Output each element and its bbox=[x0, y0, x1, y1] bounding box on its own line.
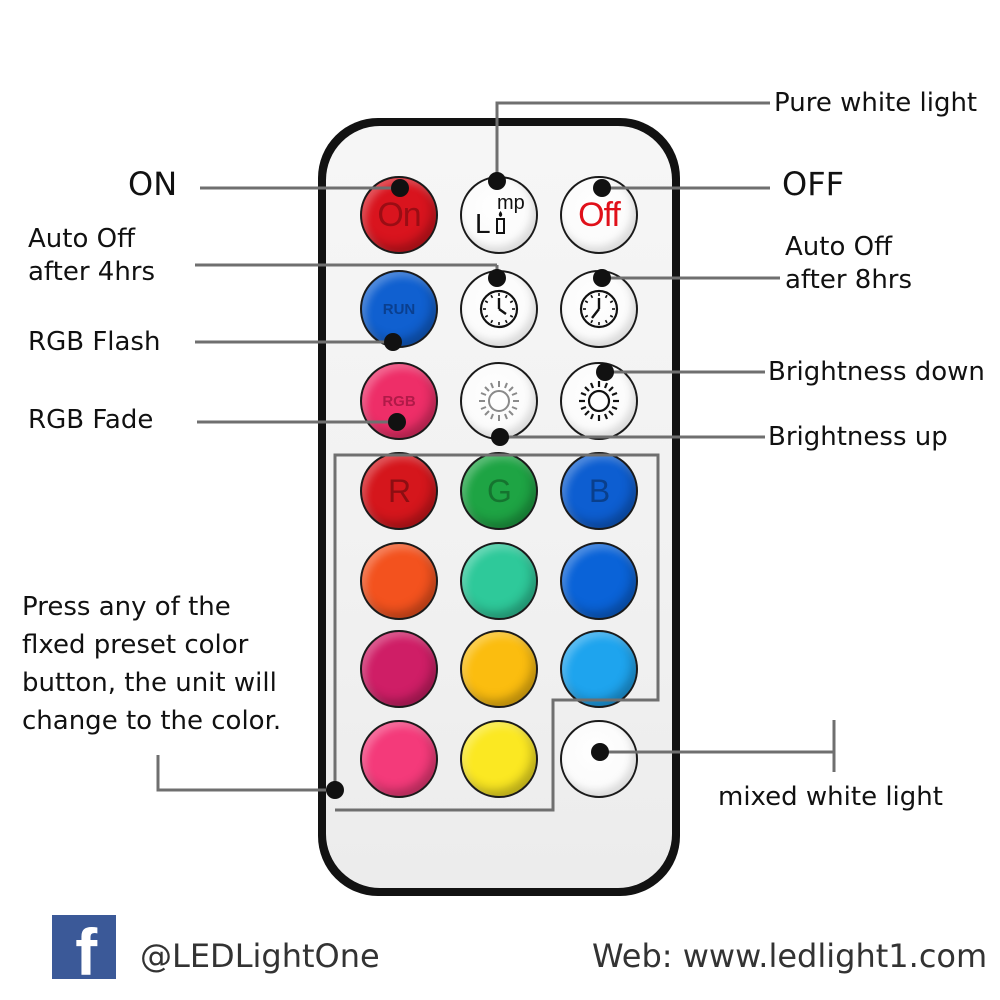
preset-color-button[interactable] bbox=[460, 542, 538, 620]
dot-mixed-white bbox=[591, 743, 609, 761]
lamp-icon: L mp bbox=[475, 192, 525, 239]
blue-button-label: B bbox=[588, 472, 610, 509]
website-link[interactable]: Web: www.ledlight1.com bbox=[592, 937, 988, 975]
facebook-handle[interactable]: @LEDLightOne bbox=[140, 937, 380, 975]
preset-color-button[interactable] bbox=[460, 720, 538, 798]
line-preset-note bbox=[156, 755, 335, 792]
green-button-label: G bbox=[487, 472, 512, 509]
dot-off bbox=[593, 179, 611, 197]
label-mixed-white-light: mixed white light bbox=[718, 782, 943, 812]
lamp-letter-l: L bbox=[475, 208, 491, 239]
label-on: ON bbox=[128, 165, 178, 203]
dot-brightness-up bbox=[491, 428, 509, 446]
line-preset-bracket bbox=[333, 453, 660, 812]
dot-brightness-down bbox=[596, 363, 614, 381]
on-button-label: On bbox=[377, 195, 421, 234]
blue-button[interactable]: B bbox=[560, 452, 638, 530]
label-pure-white-light: Pure white light bbox=[774, 88, 978, 118]
sun-icon bbox=[579, 381, 619, 421]
dot-rgb-fade bbox=[388, 413, 406, 431]
lamp-letters-mp: mp bbox=[497, 192, 525, 214]
preset-color-button[interactable] bbox=[460, 630, 538, 708]
dot-rgb-flash bbox=[384, 333, 402, 351]
dot-auto-off-8 bbox=[593, 269, 611, 287]
dot-preset bbox=[326, 781, 344, 799]
line-pure-white bbox=[495, 101, 770, 181]
preset-color-button[interactable] bbox=[360, 630, 438, 708]
label-brightness-up: Brightness up bbox=[768, 422, 948, 452]
preset-color-button[interactable] bbox=[360, 720, 438, 798]
green-button[interactable]: G bbox=[460, 452, 538, 530]
dot-pure-white bbox=[488, 172, 506, 190]
run-button[interactable]: RUN bbox=[360, 270, 438, 348]
red-button[interactable]: R bbox=[360, 452, 438, 530]
label-preset-note: Press any of the flxed preset color butt… bbox=[22, 592, 282, 736]
red-button-label: R bbox=[387, 472, 411, 509]
facebook-icon[interactable]: f bbox=[52, 915, 116, 985]
preset-color-button[interactable] bbox=[560, 630, 638, 708]
clock-icon bbox=[579, 289, 619, 329]
run-button-label: RUN bbox=[382, 300, 416, 318]
label-off: OFF bbox=[782, 165, 844, 203]
clock-icon bbox=[479, 289, 519, 329]
label-rgb-flash: RGB Flash bbox=[28, 327, 161, 357]
dot-on bbox=[391, 179, 409, 197]
preset-color-button[interactable] bbox=[560, 542, 638, 620]
rgb-button-label: RGB bbox=[382, 392, 416, 410]
label-auto-off-8hrs: Auto Off after 8hrs bbox=[785, 232, 913, 295]
label-brightness-down: Brightness down bbox=[768, 357, 985, 387]
dot-auto-off-4 bbox=[488, 269, 506, 287]
sun-icon bbox=[479, 381, 519, 421]
off-button-label: Off bbox=[578, 195, 621, 234]
preset-color-button[interactable] bbox=[360, 542, 438, 620]
facebook-letter: f bbox=[75, 915, 98, 989]
label-rgb-fade: RGB Fade bbox=[28, 405, 154, 435]
label-auto-off-4hrs: Auto Off after 4hrs bbox=[28, 224, 156, 287]
